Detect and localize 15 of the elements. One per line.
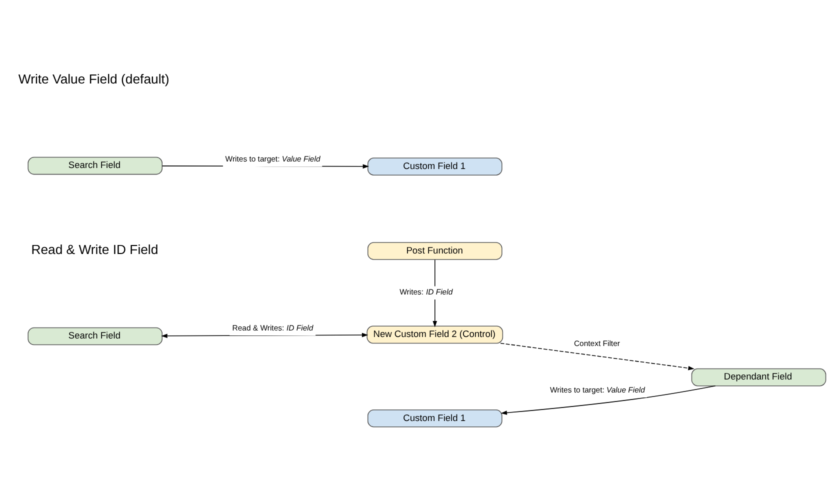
node-box: Search Field — [28, 156, 163, 174]
edge-label: Writes to target: Value Field — [225, 154, 320, 164]
arrow — [500, 342, 694, 370]
edge-label: Writes: ID Field — [400, 286, 453, 296]
node-box: New Custom Field 2 (Control) — [366, 325, 504, 344]
label: Read & Write ID Field — [31, 242, 158, 257]
label: Write Value Field (default) — [18, 71, 170, 86]
node-box: Custom Field 1 — [367, 408, 502, 427]
node-box: Dependant Field — [691, 368, 826, 386]
node-box: Post Function — [367, 242, 502, 260]
node-box: Custom Field 1 — [367, 157, 502, 175]
edge-label: Context Filter — [574, 338, 620, 348]
edge-label: Writes to target: Value Field — [550, 384, 645, 394]
node-box: Search Field — [28, 326, 163, 345]
edge-label: Read & Writes: ID Field — [232, 322, 314, 332]
